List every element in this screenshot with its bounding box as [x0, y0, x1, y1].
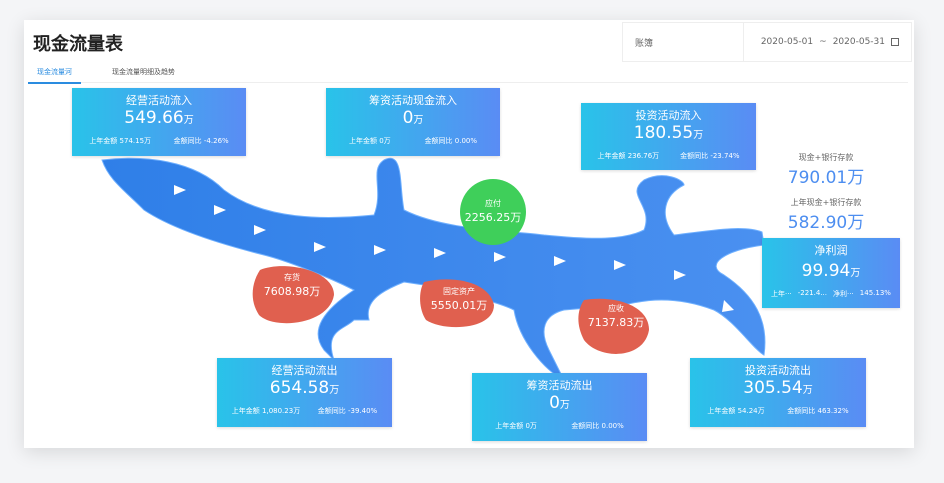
tab-cash-flow-river[interactable]: 现金流量河	[28, 67, 81, 84]
card-value: 305.54万	[743, 378, 813, 398]
arrow-icon	[674, 270, 686, 280]
card-operating-inflow[interactable]: 经营活动流入 549.66万 上年金额 574.15万金额同比 -4.26%	[72, 88, 246, 156]
cash-current: 现金+银行存款 790.01万	[766, 152, 886, 188]
arrow-icon	[614, 260, 626, 270]
card-value: 180.55万	[633, 123, 704, 143]
card-title: 投资活动流入	[635, 109, 702, 122]
flow-arrows	[174, 185, 734, 312]
card-investing-outflow[interactable]: 投资活动流出 305.54万 上年金额 54.24万金额同比 463.32%	[690, 358, 866, 427]
pool-inventory	[252, 266, 334, 324]
page-title: 现金流量表	[33, 34, 123, 55]
date-end: 2020-05-31	[832, 37, 885, 47]
pool-payable	[460, 179, 526, 245]
tab-cash-flow-detail[interactable]: 现金流量明细及趋势	[112, 68, 175, 76]
pool-fixed	[420, 279, 494, 328]
card-title: 净利润	[814, 244, 848, 257]
card-stats: 上年金额 0万金额同比 0.00%	[348, 137, 478, 145]
arrow-icon	[254, 225, 266, 235]
cash-prev: 上年现金+银行存款 582.90万	[766, 197, 886, 233]
arrow-icon	[554, 256, 566, 266]
arrow-icon	[434, 248, 446, 258]
date-start: 2020-05-01	[760, 37, 814, 47]
date-range-picker[interactable]: 2020-05-01 ~ 2020-05-31	[744, 23, 911, 61]
arrow-icon	[722, 300, 734, 312]
cash-flow-river	[101, 157, 766, 382]
cash-current-label: 现金+银行存款	[798, 153, 854, 162]
card-stats: 上年金额 574.15万金额同比 -4.26%	[89, 137, 229, 145]
arrow-icon	[314, 242, 326, 252]
card-value: 0万	[549, 393, 570, 413]
arrow-icon	[494, 252, 506, 262]
pool-receivable	[578, 298, 649, 354]
card-net-profit[interactable]: 净利润 99.94万 上年···-221.4...净利···145.13%	[762, 238, 900, 308]
card-title: 筹资活动流出	[526, 379, 593, 392]
card-value: 0万	[402, 108, 424, 128]
cash-prev-value: 582.90万	[787, 213, 865, 233]
arrow-icon	[174, 185, 186, 195]
cash-prev-label: 上年现金+银行存款	[790, 198, 862, 207]
calendar-icon[interactable]	[891, 38, 899, 46]
card-title: 投资活动流出	[745, 364, 811, 377]
cash-flow-page: 现金流量表 账簿 2020-05-01 ~ 2020-05-31 现金流量河 现…	[24, 20, 914, 448]
card-stats: 上年金额 1,080.23万金额同比 -39.40%	[231, 407, 378, 415]
river-body	[101, 157, 766, 382]
pools	[252, 179, 649, 354]
tab-bar: 现金流量河 现金流量明细及趋势	[28, 64, 908, 84]
cash-current-value: 790.01万	[787, 168, 865, 188]
card-financing-inflow[interactable]: 筹资活动现金流入 0万 上年金额 0万金额同比 0.00%	[326, 88, 500, 156]
card-investing-inflow[interactable]: 投资活动流入 180.55万 上年金额 236.76万金额同比 -23.74%	[581, 103, 756, 170]
card-stats: 上年金额 0万金额同比 0.00%	[495, 422, 624, 430]
card-value: 549.66万	[124, 108, 194, 128]
card-stats: 上年金额 54.24万金额同比 463.32%	[707, 407, 849, 415]
book-select[interactable]: 账簿	[623, 23, 744, 61]
card-stats: 上年···-221.4...净利···145.13%	[771, 289, 891, 298]
card-title: 筹资活动现金流入	[369, 94, 457, 107]
date-separator: ~	[819, 37, 827, 47]
card-value: 654.58万	[269, 378, 340, 398]
card-financing-outflow[interactable]: 筹资活动流出 0万 上年金额 0万金额同比 0.00%	[472, 373, 647, 441]
arrow-icon	[374, 245, 386, 255]
card-title: 经营活动流入	[126, 94, 192, 107]
filter-bar: 账簿 2020-05-01 ~ 2020-05-31	[622, 22, 912, 62]
arrow-icon	[214, 205, 226, 215]
card-operating-outflow[interactable]: 经营活动流出 654.58万 上年金额 1,080.23万金额同比 -39.40…	[217, 358, 392, 427]
card-stats: 上年金额 236.76万金额同比 -23.74%	[597, 152, 740, 160]
card-title: 经营活动流出	[271, 364, 338, 377]
card-value: 99.94万	[801, 261, 861, 281]
